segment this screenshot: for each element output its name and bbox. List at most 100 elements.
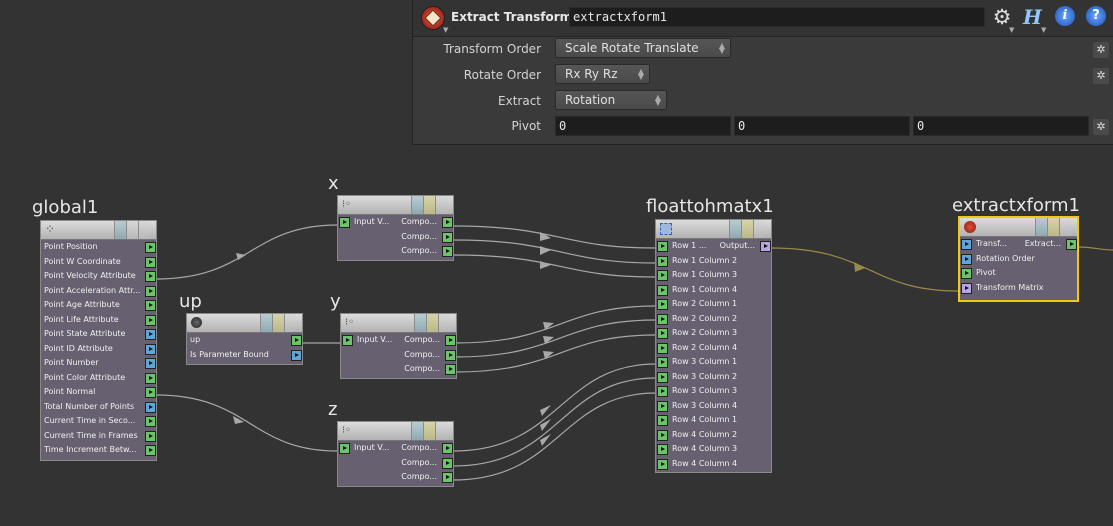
rotate-order-menu[interactable]: Rx Ry Rz▲▼ — [555, 64, 650, 84]
matrix-input-row[interactable]: Row 3 Column 4 — [656, 399, 771, 414]
node-flag-b[interactable] — [435, 422, 447, 440]
matrix-input-row[interactable]: Row 1 ...Output... — [656, 239, 771, 254]
input-port[interactable] — [339, 217, 350, 228]
matrix-input-row[interactable]: Row 1 Column 4 — [656, 283, 771, 298]
input-port[interactable] — [342, 335, 353, 346]
transform-order-menu[interactable]: Scale Rotate Translate▲▼ — [555, 38, 731, 58]
node-flag-display[interactable] — [114, 221, 126, 239]
x-row-input[interactable]: Input V...Compo... — [338, 215, 453, 230]
node-flag-a[interactable] — [1047, 218, 1059, 236]
node-flag-b[interactable] — [438, 314, 450, 332]
input-port[interactable] — [657, 241, 668, 252]
node-header[interactable]: ⁝◦ — [338, 422, 453, 441]
matrix-input-row[interactable]: Row 3 Column 1 — [656, 355, 771, 370]
node-extractxform1[interactable]: Transf...Extract... Rotation Order Pivot… — [958, 216, 1079, 302]
extract-row-pivot[interactable]: Pivot — [960, 266, 1077, 281]
input-port[interactable] — [657, 444, 668, 455]
rotate-order-channel-icon[interactable]: ✲ — [1093, 68, 1109, 84]
matrix-input-row[interactable]: Row 3 Column 3 — [656, 384, 771, 399]
input-port[interactable] — [961, 268, 972, 279]
global-param-row[interactable]: Point W Coordinate — [41, 255, 156, 270]
matrix-input-row[interactable]: Row 4 Column 3 — [656, 442, 771, 457]
input-port[interactable] — [657, 386, 668, 397]
output-port[interactable] — [442, 472, 453, 483]
node-flag-a[interactable] — [426, 314, 438, 332]
input-port[interactable] — [961, 282, 972, 294]
global-param-row[interactable]: Point ID Attribute — [41, 342, 156, 357]
param-row-is-parameter-bound[interactable]: Is Parameter Bound — [187, 348, 302, 363]
output-port[interactable] — [145, 401, 156, 413]
input-port[interactable] — [657, 371, 668, 383]
help-h-dropdown-arrow[interactable]: ▼ — [1041, 26, 1047, 34]
matrix-input-row[interactable]: Row 2 Column 1 — [656, 297, 771, 312]
output-port[interactable] — [145, 387, 156, 398]
global-param-row[interactable]: Point Age Attribute — [41, 298, 156, 313]
pivot-channel-icon[interactable]: ✲ — [1093, 119, 1109, 135]
global-param-row[interactable]: Total Number of Points — [41, 400, 156, 415]
global-param-row[interactable]: Point Velocity Attribute — [41, 269, 156, 284]
global-param-row[interactable]: Point Normal — [41, 385, 156, 400]
node-header[interactable]: ⁝◦ — [338, 196, 453, 215]
node-header[interactable] — [960, 218, 1077, 237]
extract-transform-node-icon[interactable] — [421, 6, 445, 30]
node-flag-display[interactable] — [260, 314, 272, 332]
x-row-component-2[interactable]: Compo... — [338, 230, 453, 245]
node-icon-dropdown-arrow[interactable]: ▼ — [443, 26, 449, 34]
output-port[interactable] — [145, 314, 156, 326]
info-icon[interactable]: i — [1055, 6, 1075, 26]
node-flag-b[interactable] — [435, 196, 447, 214]
y-row-component-2[interactable]: Compo... — [341, 348, 456, 363]
node-header[interactable]: ⁝◦ — [341, 314, 456, 333]
node-flag-display[interactable] — [414, 314, 426, 332]
input-port[interactable] — [657, 342, 668, 354]
input-port[interactable] — [657, 328, 668, 339]
global-param-row[interactable]: Point Color Attribute — [41, 371, 156, 386]
help-icon[interactable]: ? — [1086, 6, 1106, 26]
input-port[interactable] — [657, 415, 668, 426]
help-h-icon[interactable]: H — [1023, 5, 1042, 29]
output-port[interactable] — [145, 445, 156, 456]
node-flag-a[interactable] — [741, 220, 753, 238]
output-port[interactable] — [442, 217, 453, 228]
node-up[interactable]: up Is Parameter Bound — [186, 313, 303, 365]
output-port[interactable] — [760, 241, 771, 252]
node-flag-b[interactable] — [753, 220, 765, 238]
node-flag-display[interactable] — [1035, 218, 1047, 236]
node-flag-display[interactable] — [411, 196, 423, 214]
input-port[interactable] — [339, 443, 350, 454]
param-row-up[interactable]: up — [187, 333, 302, 348]
extract-row-transform-matrix[interactable]: Transform Matrix — [960, 281, 1077, 296]
input-port[interactable] — [657, 313, 668, 325]
global-param-row[interactable]: Point Acceleration Attr... — [41, 284, 156, 299]
output-port[interactable] — [145, 256, 156, 268]
node-flag-a[interactable] — [272, 314, 284, 332]
y-row-input[interactable]: Input V...Compo... — [341, 333, 456, 348]
gear-icon[interactable]: ⚙ — [992, 5, 1012, 29]
node-header[interactable] — [187, 314, 302, 333]
z-row-component-2[interactable]: Compo... — [338, 456, 453, 471]
matrix-input-row[interactable]: Row 2 Column 3 — [656, 326, 771, 341]
node-y[interactable]: ⁝◦ Input V...Compo... Compo... Compo... — [340, 313, 457, 379]
output-port[interactable] — [291, 349, 302, 361]
x-row-component-3[interactable]: Compo... — [338, 244, 453, 259]
input-port[interactable] — [961, 239, 972, 250]
output-port[interactable] — [291, 335, 302, 346]
extract-row-rotation-order[interactable]: Rotation Order — [960, 252, 1077, 267]
node-x[interactable]: ⁝◦ Input V...Compo... Compo... Compo... — [337, 195, 454, 261]
output-port[interactable] — [145, 430, 156, 442]
input-port[interactable] — [657, 357, 668, 368]
global-param-row[interactable]: Point State Attribute — [41, 327, 156, 342]
input-port[interactable] — [657, 429, 668, 441]
output-port[interactable] — [145, 300, 156, 311]
global-param-row[interactable]: Time Increment Betw... — [41, 443, 156, 458]
matrix-input-row[interactable]: Row 3 Column 2 — [656, 370, 771, 385]
pivot-x-field[interactable]: 0 — [555, 116, 731, 136]
node-flag-a[interactable] — [126, 221, 138, 239]
global-param-row[interactable]: Current Time in Seco... — [41, 414, 156, 429]
node-z[interactable]: ⁝◦ Input V...Compo... Compo... Compo... — [337, 421, 454, 487]
node-flag-a[interactable] — [423, 196, 435, 214]
input-port[interactable] — [657, 299, 668, 310]
output-port[interactable] — [145, 358, 156, 369]
input-port[interactable] — [657, 400, 668, 412]
